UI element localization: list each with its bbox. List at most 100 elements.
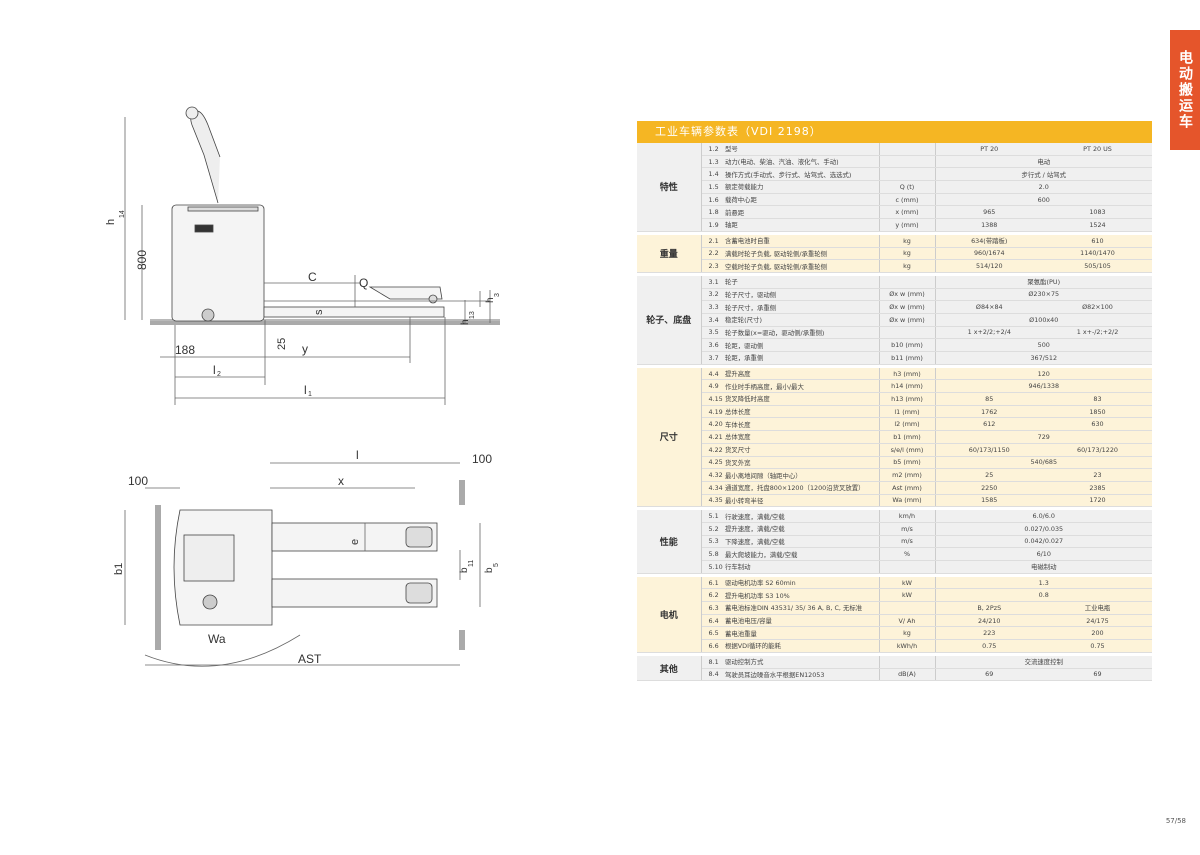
row-unit: kW xyxy=(878,588,936,603)
row-number: 4.35 xyxy=(701,494,723,508)
svg-text:2: 2 xyxy=(217,371,221,378)
label-x: x xyxy=(338,474,344,488)
row-value-pt20: 25 xyxy=(935,468,1043,482)
label-188: 188 xyxy=(175,343,195,357)
section-tab: 电动搬运车 xyxy=(1170,30,1200,150)
category-cell: 尺寸 xyxy=(637,367,702,508)
row-name: 轴距 xyxy=(723,218,879,232)
row-name: 提升电机功率 S3 10% xyxy=(723,588,879,603)
row-value-pt20us: 0.75 xyxy=(1043,639,1152,653)
row-value-pt20: Ø84×84 xyxy=(935,300,1043,314)
row-value: Ø230×75 xyxy=(935,288,1152,302)
row-value-pt20us: 83 xyxy=(1043,392,1152,406)
svg-text:1: 1 xyxy=(308,391,312,398)
row-number: 4.32 xyxy=(701,468,723,482)
row-unit xyxy=(878,155,936,169)
row-name: 作业时手柄高度，最小/最大 xyxy=(723,379,879,394)
row-name: 提升高度 xyxy=(723,367,879,381)
row-name: 稳定轮(尺寸) xyxy=(723,313,879,327)
row-number: 2.2 xyxy=(701,247,723,261)
label-h14: h xyxy=(105,219,117,225)
row-name: 轮子尺寸，承重侧 xyxy=(723,300,879,314)
row-number: 1.5 xyxy=(701,180,723,194)
row-name: 轮子 xyxy=(723,275,879,289)
row-number: 6.4 xyxy=(701,614,723,628)
row-number: 3.6 xyxy=(701,338,723,352)
row-unit: m/s xyxy=(878,522,936,536)
row-unit: m2 (mm) xyxy=(878,468,936,482)
row-value-pt20: 514/120 xyxy=(935,259,1043,273)
svg-text:13: 13 xyxy=(469,311,476,319)
row-unit: V/ Ah xyxy=(878,614,936,628)
row-number: 3.7 xyxy=(701,351,723,365)
row-unit: s/e/l (mm) xyxy=(878,443,936,457)
row-name: 车体长度 xyxy=(723,417,879,432)
row-number: 4.22 xyxy=(701,443,723,457)
row-value: 946/1338 xyxy=(935,379,1152,394)
row-unit: b5 (mm) xyxy=(878,456,936,470)
row-value-pt20: B, 2PzS xyxy=(935,601,1043,615)
row-value: 367/512 xyxy=(935,351,1152,365)
label-h13: h xyxy=(460,319,471,325)
row-unit: y (mm) xyxy=(878,218,936,232)
label-h3: h xyxy=(485,297,496,303)
row-unit: h14 (mm) xyxy=(878,379,936,394)
row-value-pt20: 965 xyxy=(935,205,1043,220)
row-unit: h3 (mm) xyxy=(878,367,936,381)
row-value: 0.027/0.035 xyxy=(935,522,1152,536)
svg-text:5: 5 xyxy=(493,563,500,567)
row-unit: kg xyxy=(878,259,936,273)
label-e: e xyxy=(349,539,361,545)
row-name: 含蓄电池时自重 xyxy=(723,234,879,248)
row-value: 0.042/0.027 xyxy=(935,535,1152,549)
row-number: 1.2 xyxy=(701,143,723,156)
row-unit: Q (t) xyxy=(878,180,936,194)
row-value: 540/685 xyxy=(935,456,1152,470)
row-name: 驱动电机功率 S2 60min xyxy=(723,576,879,590)
row-name: 下降速度，满载/空载 xyxy=(723,535,879,549)
fork xyxy=(263,306,445,318)
row-number: 5.3 xyxy=(701,535,723,549)
row-number: 4.21 xyxy=(701,430,723,444)
label-Wa: Wa xyxy=(208,632,226,646)
row-value: 电动 xyxy=(935,155,1152,169)
row-unit: m/s xyxy=(878,535,936,549)
row-number: 6.3 xyxy=(701,601,723,615)
row-number: 6.5 xyxy=(701,626,723,641)
row-value-pt20: 24/210 xyxy=(935,614,1043,628)
row-number: 6.6 xyxy=(701,639,723,653)
row-name: 轮距，承重侧 xyxy=(723,351,879,365)
row-number: 1.9 xyxy=(701,218,723,232)
label-Q: Q xyxy=(359,276,368,290)
row-number: 3.4 xyxy=(701,313,723,327)
group-gap xyxy=(637,364,1152,368)
top-view: l 100 100 x e b1 b 11 b 5 Wa AST xyxy=(113,448,500,667)
row-number: 4.25 xyxy=(701,456,723,470)
label-b5: b xyxy=(484,567,495,573)
row-number: 2.3 xyxy=(701,259,723,273)
row-number: 4.34 xyxy=(701,481,723,495)
label-l: l xyxy=(356,448,359,462)
row-unit: km/h xyxy=(878,510,936,523)
